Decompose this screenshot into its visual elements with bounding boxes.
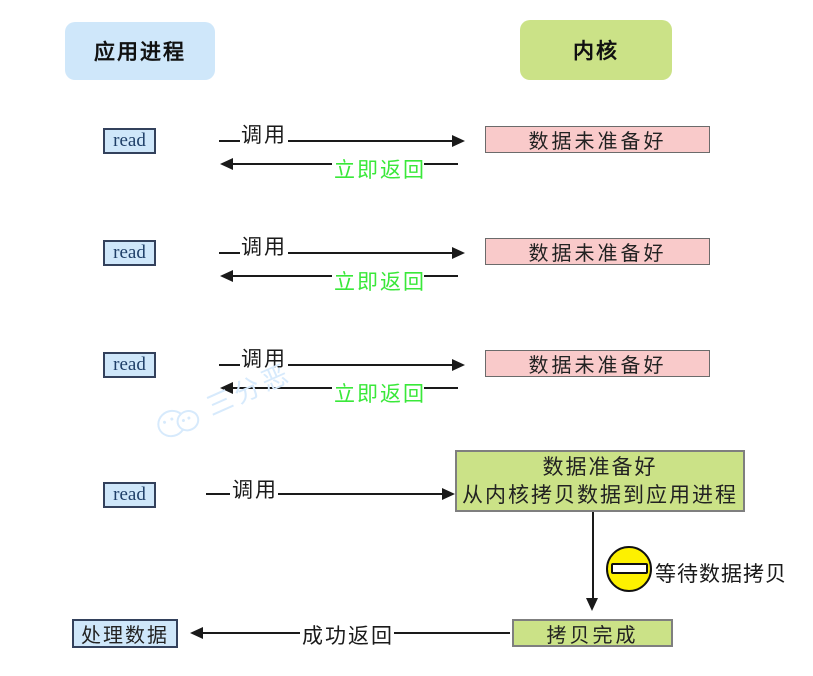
arrow-right-icon — [452, 247, 465, 259]
success-return-label: 成功返回 — [302, 624, 394, 648]
call-arrow-label: 调用 — [241, 123, 287, 147]
data-not-ready-box: 数据未准备好 — [485, 126, 710, 153]
data-ready-line1: 数据准备好 — [542, 455, 658, 479]
return-arrow-label: 立即返回 — [334, 382, 426, 406]
arrow-down-icon — [586, 598, 598, 611]
call-arrow-line — [288, 364, 453, 366]
data-ready-box: 数据准备好 从内核拷贝数据到应用进程 — [455, 450, 745, 512]
arrow-right-icon — [442, 488, 455, 500]
return-arrow-line — [424, 163, 458, 165]
poll-row: read 调用 数据未准备好 立即返回 — [0, 123, 813, 208]
arrow-left-icon — [220, 158, 233, 170]
process-data-box: 处理数据 — [72, 619, 178, 648]
arrow-left-icon — [220, 382, 233, 394]
call-arrow-label: 调用 — [232, 478, 278, 502]
return-arrow-line — [424, 275, 458, 277]
call-arrow-line — [219, 140, 240, 142]
call-arrow-line — [288, 252, 453, 254]
arrow-right-icon — [452, 359, 465, 371]
arrow-left-icon — [190, 627, 203, 639]
read-call-box: read — [103, 482, 156, 508]
data-ready-line2: 从内核拷贝数据到应用进程 — [462, 483, 738, 507]
read-call-box: read — [103, 240, 156, 266]
data-not-ready-box: 数据未准备好 — [485, 350, 710, 377]
return-arrow-line — [233, 275, 332, 277]
call-arrow-line — [288, 140, 453, 142]
call-arrow-line — [219, 364, 240, 366]
return-arrow-line — [424, 387, 458, 389]
poll-row: read 调用 数据未准备好 立即返回 — [0, 235, 813, 320]
return-arrow-label: 立即返回 — [334, 270, 426, 294]
busy-indicator-bar — [611, 563, 648, 574]
call-arrow-line — [206, 493, 230, 495]
data-not-ready-box: 数据未准备好 — [485, 238, 710, 265]
arrow-right-icon — [452, 135, 465, 147]
wait-copy-label: 等待数据拷贝 — [655, 562, 787, 586]
call-arrow-line — [219, 252, 240, 254]
return-arrow-label: 立即返回 — [334, 158, 426, 182]
success-return-line — [394, 632, 510, 634]
app-process-header: 应用进程 — [65, 22, 215, 80]
copy-complete-box: 拷贝完成 — [512, 619, 673, 647]
kernel-header: 内核 — [520, 20, 672, 80]
call-arrow-label: 调用 — [241, 347, 287, 371]
arrow-left-icon — [220, 270, 233, 282]
copy-arrow-line — [592, 512, 594, 599]
call-arrow-label: 调用 — [241, 235, 287, 259]
return-arrow-line — [233, 163, 332, 165]
read-call-box: read — [103, 128, 156, 154]
poll-row: read 调用 数据未准备好 立即返回 — [0, 347, 813, 432]
call-arrow-line — [278, 493, 443, 495]
return-arrow-line — [233, 387, 332, 389]
success-return-line — [203, 632, 300, 634]
read-call-box: read — [103, 352, 156, 378]
